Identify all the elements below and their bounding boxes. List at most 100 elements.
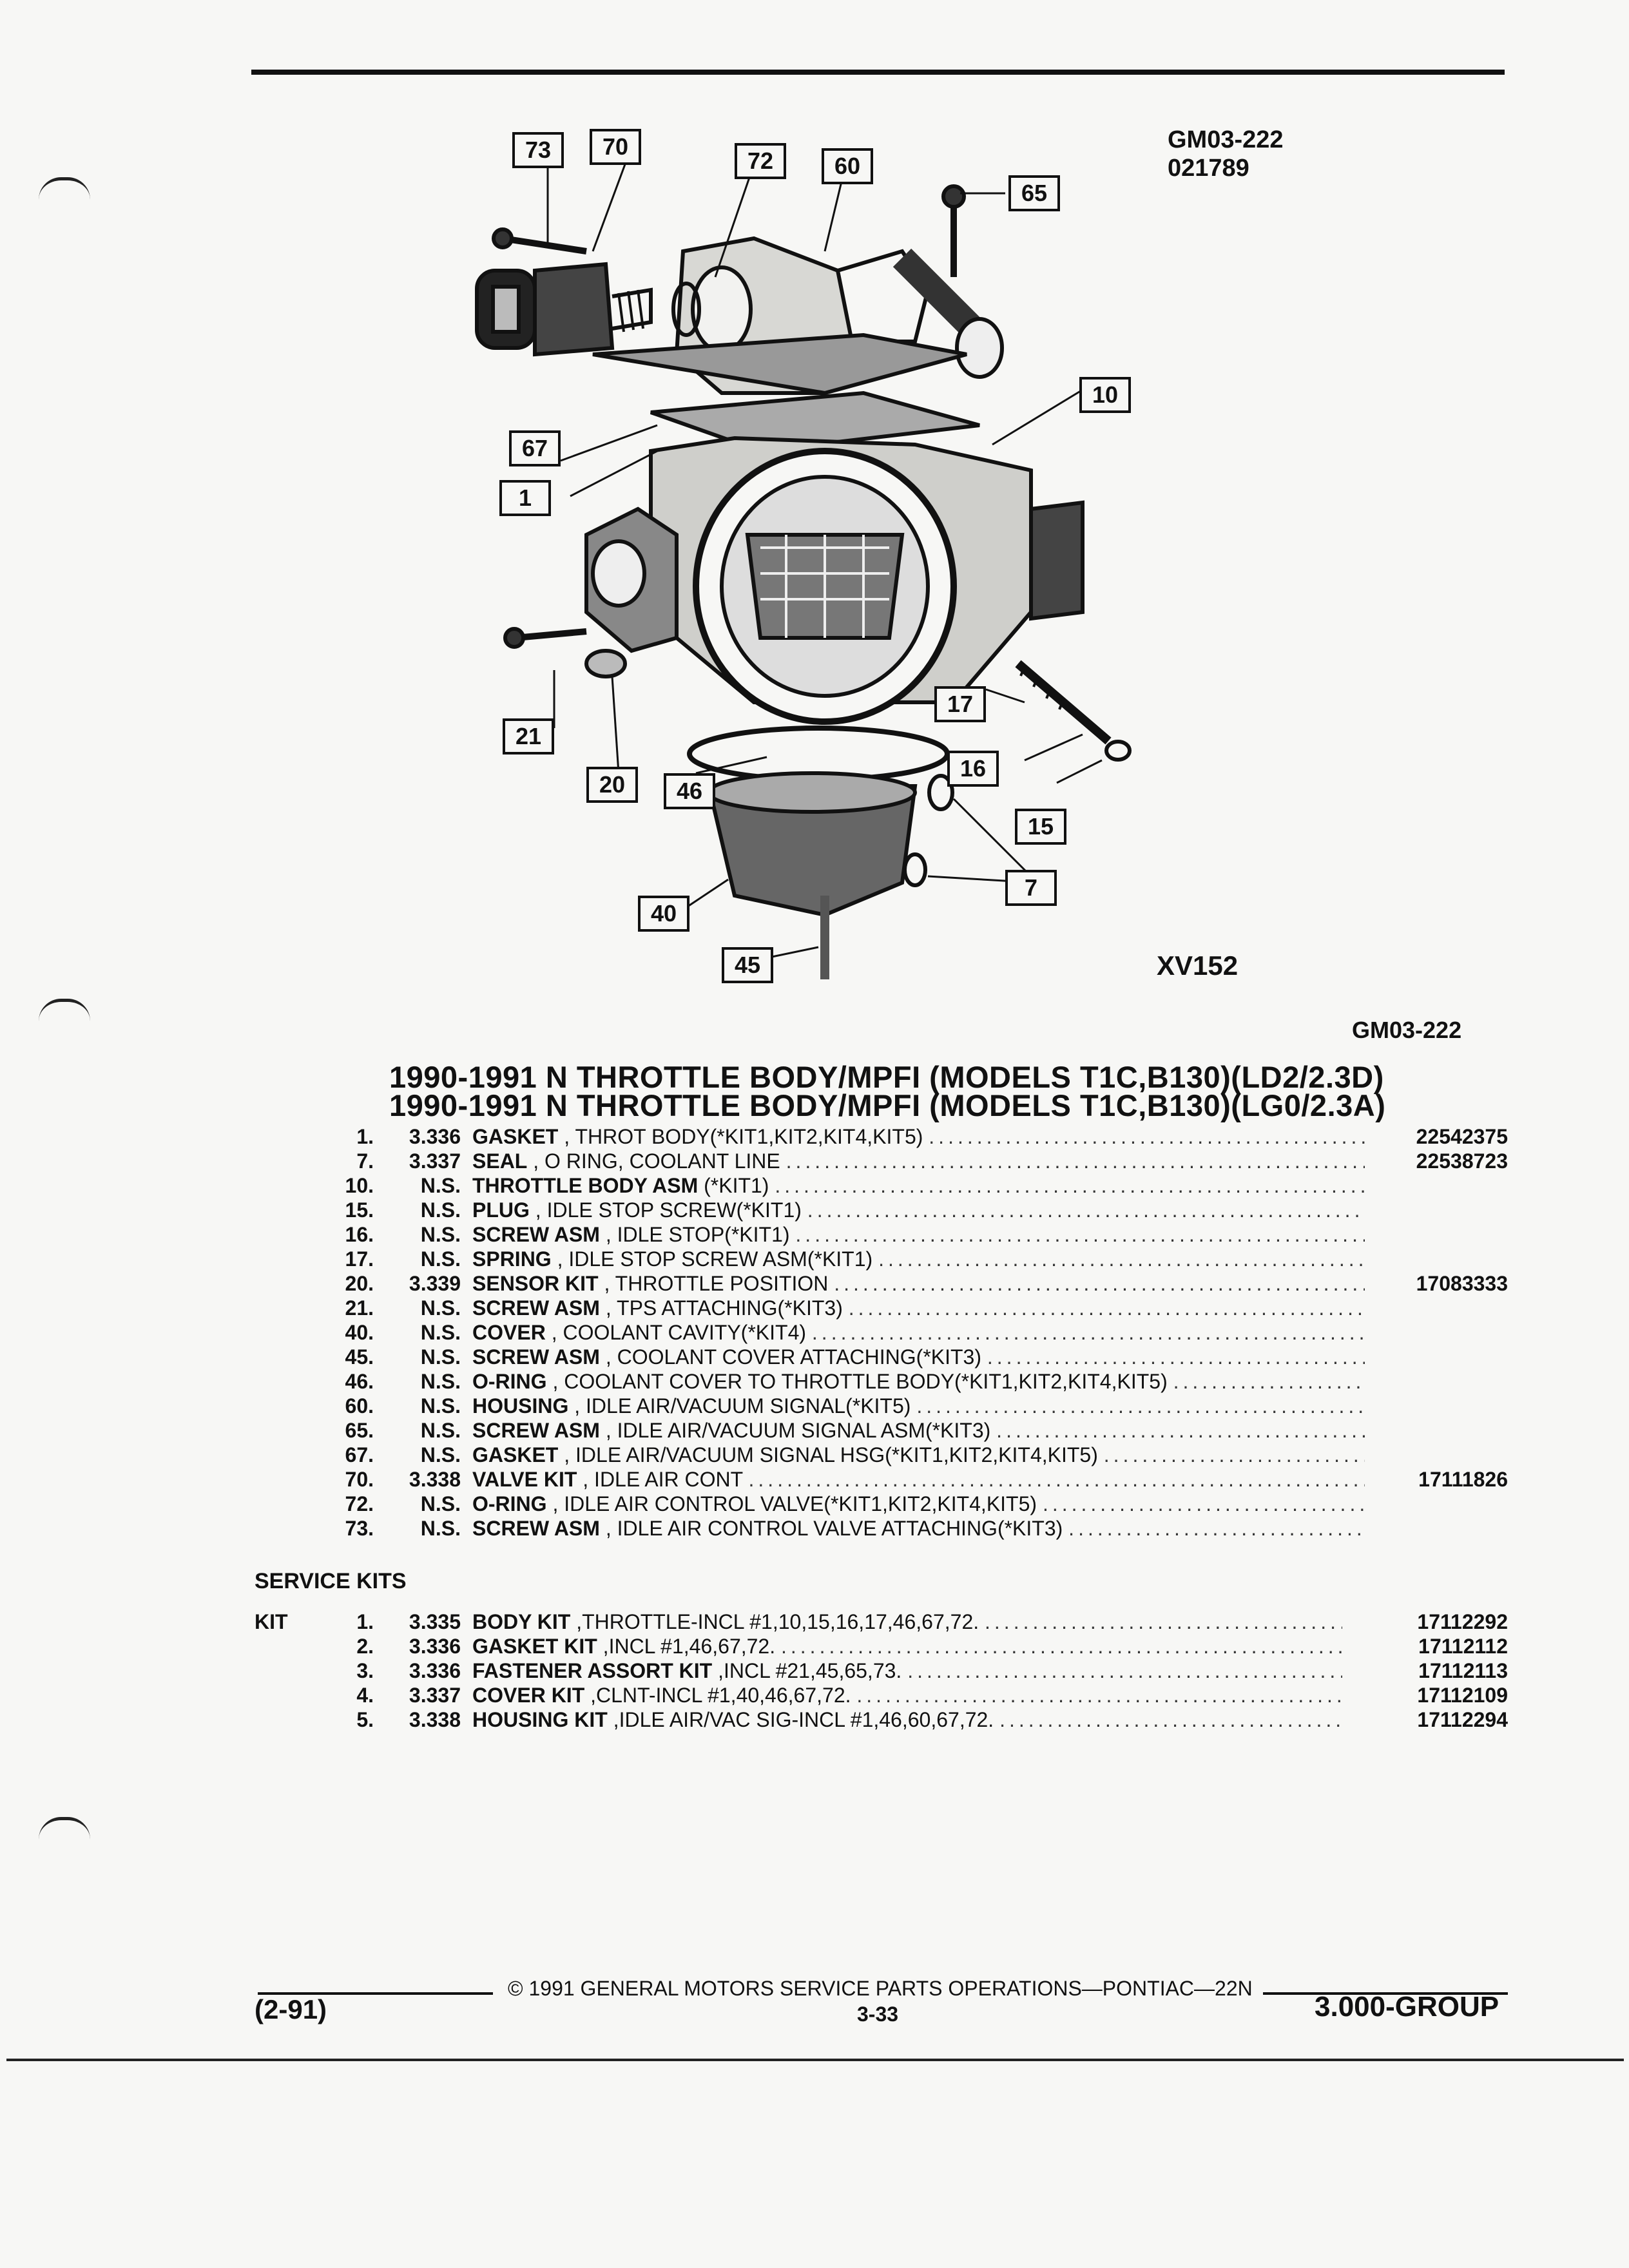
service-kits-heading: SERVICE KITS [255, 1569, 407, 1593]
leader-dots: ........................................… [878, 1247, 1365, 1271]
leader-dots: ........................................… [916, 1394, 1365, 1418]
item-number: 16. [345, 1223, 374, 1246]
leader-dots: ........................................… [807, 1198, 1365, 1222]
doc-code-block: GM03-222 021789 [1168, 126, 1284, 182]
leader-dots: ........................................… [929, 1125, 1365, 1148]
item-desc: , IDLE STOP(*KIT1) [605, 1223, 790, 1246]
leader-dots: ........................................… [1103, 1443, 1365, 1466]
item-description: THROTTLE BODY ASM (*KIT1) ..............… [472, 1173, 1365, 1198]
item-description: GASKET , IDLE AIR/VACUUM SIGNAL HSG(*KIT… [472, 1443, 1365, 1467]
footer-rule-left [258, 1992, 493, 1995]
item-description: PLUG , IDLE STOP SCREW(*KIT1) ..........… [472, 1198, 1365, 1222]
item-part-number: 17112113 [1418, 1659, 1508, 1682]
item-desc: , IDLE STOP SCREW ASM(*KIT1) [557, 1247, 873, 1271]
item-name: SCREW ASM [472, 1296, 600, 1320]
item-description: GASKET , THROT BODY(*KIT1,KIT2,KIT4,KIT5… [472, 1124, 1365, 1149]
revision-date: (2-91) [255, 1994, 327, 2024]
item-code: N.S. [420, 1419, 461, 1442]
item-code: N.S. [420, 1223, 461, 1246]
title-line-1: 1990-1991 N THROTTLE BODY/MPFI (MODELS T… [389, 1060, 1384, 1094]
item-code: N.S. [420, 1321, 461, 1344]
callout-21: 21 [503, 718, 554, 754]
leader-dots: ........................................… [985, 1610, 1342, 1633]
item-description: COVER KIT ,CLNT-INCL #1,40,46,67,72. ...… [472, 1683, 1342, 1707]
callout-70: 70 [590, 129, 641, 165]
doc-code-repeat: GM03-222 [1352, 1017, 1462, 1043]
throttle-body-illustration [475, 164, 1132, 979]
leader-dots: ........................................… [987, 1345, 1365, 1369]
item-number: 1. [356, 1610, 374, 1633]
leader-dots: ........................................… [834, 1272, 1365, 1295]
leader-dots: ........................................… [856, 1684, 1342, 1707]
item-name: FASTENER ASSORT KIT [472, 1659, 713, 1682]
item-code: N.S. [420, 1198, 461, 1222]
item-part-number: 17112112 [1418, 1635, 1508, 1658]
item-number: 7. [356, 1149, 374, 1173]
item-name: THROTTLE BODY ASM [472, 1174, 699, 1197]
item-number: 20. [345, 1272, 374, 1295]
title-line-2: 1990-1991 N THROTTLE BODY/MPFI (MODELS T… [389, 1088, 1386, 1122]
item-desc: ,INCL #21,45,65,73. [718, 1659, 902, 1682]
leader-dots: ........................................… [907, 1659, 1342, 1682]
item-code: 3.336 [409, 1125, 461, 1148]
leader-dots: ........................................… [1042, 1492, 1365, 1515]
item-code: 3.336 [409, 1635, 461, 1658]
leader-dots: ........................................… [999, 1708, 1342, 1731]
exploded-diagram: 73 70 72 60 65 10 67 1 21 20 46 17 16 15… [464, 122, 1134, 986]
doc-code: GM03-222 [1168, 126, 1284, 153]
item-name: HOUSING [472, 1394, 569, 1418]
item-name: HOUSING KIT [472, 1708, 608, 1731]
item-code: 3.337 [409, 1684, 461, 1707]
callout-10: 10 [1079, 377, 1131, 413]
top-rule [251, 70, 1505, 75]
item-number: 73. [345, 1517, 374, 1540]
item-name: SCREW ASM [472, 1517, 600, 1540]
item-desc: , IDLE AIR CONT [583, 1468, 743, 1491]
item-name: COVER [472, 1321, 546, 1344]
item-description: SCREW ASM , IDLE STOP(*KIT1) ...........… [472, 1222, 1365, 1247]
item-code: N.S. [420, 1394, 461, 1418]
item-number: 46. [345, 1370, 374, 1393]
callout-1: 1 [499, 480, 551, 516]
callout-20: 20 [586, 767, 638, 803]
item-part-number: 17112292 [1417, 1610, 1508, 1633]
list-item: 40.N.S.COVER , COOLANT CAVITY(*KIT4) ...… [277, 1320, 1508, 1345]
item-code: N.S. [420, 1296, 461, 1320]
item-number: 15. [345, 1198, 374, 1222]
item-description: BODY KIT ,THROTTLE-INCL #1,10,15,16,17,4… [472, 1610, 1342, 1634]
list-item: 45.N.S.SCREW ASM , COOLANT COVER ATTACHI… [277, 1345, 1508, 1369]
item-code: 3.338 [409, 1468, 461, 1491]
item-number: 60. [345, 1394, 374, 1418]
item-desc: , IDLE AIR/VACUUM SIGNAL ASM(*KIT3) [605, 1419, 991, 1442]
item-description: SEAL , O RING, COOLANT LINE ............… [472, 1149, 1365, 1173]
group-label: 3.000-GROUP [1315, 1991, 1499, 2023]
callout-67: 67 [509, 430, 561, 466]
item-desc: , TPS ATTACHING(*KIT3) [605, 1296, 843, 1320]
item-number: 17. [345, 1247, 374, 1271]
item-number: 2. [356, 1635, 374, 1658]
item-name: SCREW ASM [472, 1345, 600, 1369]
item-desc: , IDLE AIR/VACUUM SIGNAL HSG(*KIT1,KIT2,… [564, 1443, 1098, 1466]
item-name: VALVE KIT [472, 1468, 577, 1491]
item-name: PLUG [472, 1198, 530, 1222]
item-code: N.S. [420, 1174, 461, 1197]
item-code: N.S. [420, 1345, 461, 1369]
item-name: GASKET [472, 1125, 559, 1148]
item-desc: , IDLE AIR CONTROL VALVE(*KIT1,KIT2,KIT4… [552, 1492, 1037, 1515]
item-name: COVER KIT [472, 1684, 585, 1707]
callout-40: 40 [638, 896, 689, 932]
page-number: 3-33 [857, 2003, 899, 2026]
item-number: 5. [356, 1708, 374, 1731]
item-desc: , THROTTLE POSITION [604, 1272, 829, 1295]
callout-16: 16 [947, 751, 999, 787]
item-description: COVER , COOLANT CAVITY(*KIT4) ..........… [472, 1320, 1365, 1345]
callout-45: 45 [722, 947, 773, 983]
item-description: SPRING , IDLE STOP SCREW ASM(*KIT1) ....… [472, 1247, 1365, 1271]
callout-46: 46 [664, 773, 715, 809]
list-item: 67.N.S.GASKET , IDLE AIR/VACUUM SIGNAL H… [277, 1443, 1508, 1467]
